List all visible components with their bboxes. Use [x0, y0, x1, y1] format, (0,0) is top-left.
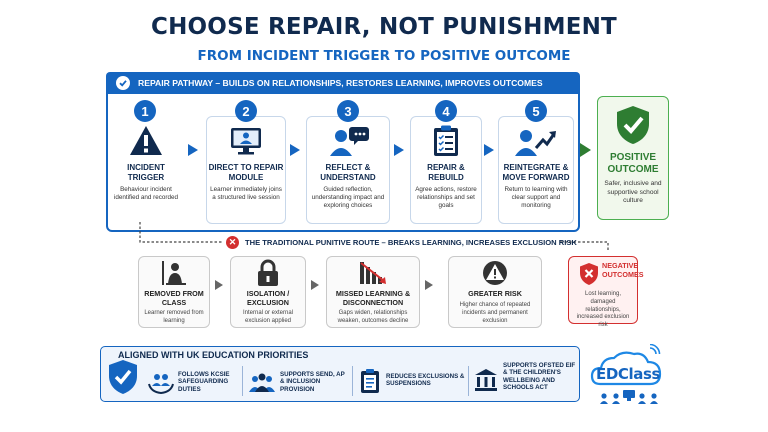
- edclass-logo: [586, 343, 670, 410]
- warning-circle-icon: [481, 259, 509, 287]
- step-title-2: DIRECT TO REPAIR MODULE: [208, 163, 284, 182]
- negative-outcome-title: NEGATIVE OUTCOMES: [602, 261, 644, 279]
- check-circle-icon: [116, 76, 130, 90]
- group-people-icon: [248, 372, 276, 394]
- step-desc-1: Behaviour incident identified and record…: [113, 186, 179, 202]
- person-speech-icon: [328, 124, 370, 158]
- alignment-title: ALIGNED WITH UK EDUCATION PRIORITIES: [118, 350, 309, 360]
- padlock-icon: [255, 259, 281, 287]
- step-card-3: [306, 116, 390, 224]
- punitive-desc-1: Learner removed from learning: [144, 310, 204, 324]
- outcome-arrow: [580, 143, 591, 157]
- step-number-3: 3: [337, 100, 359, 122]
- step-number-2: 2: [235, 100, 257, 122]
- alignment-item-3: REDUCES EXCLUSIONS & SUSPENSIONS: [386, 373, 465, 388]
- step-desc-4: Agree actions, restore relationships and…: [415, 186, 477, 210]
- positive-outcome-desc: Safer, inclusive and supportive school c…: [604, 180, 662, 205]
- divider: [242, 366, 243, 396]
- removed-person-icon: [160, 260, 188, 286]
- punitive-title-4: GREATER RISK: [468, 289, 522, 298]
- punitive-title-3: MISSED LEARNING & DISCONNECTION: [335, 289, 411, 307]
- edclass-logo-text: EDClass: [595, 365, 661, 383]
- punitive-desc-4: Higher chance of repeated incidents and …: [459, 302, 531, 324]
- alignment-item-1: FOLLOWS KCSIE SAFEGUARDING DUTIES: [178, 371, 230, 393]
- flow-arrow: [394, 144, 404, 156]
- step-title-1: INCIDENT TRIGGER: [127, 163, 165, 182]
- shield-check-icon: [106, 358, 140, 396]
- step-card-5: [498, 116, 574, 224]
- punitive-title-2: ISOLATION / EXCLUSION: [246, 289, 290, 307]
- step-number-5: 5: [525, 100, 547, 122]
- divider: [352, 366, 353, 396]
- negative-outcome-card: [568, 256, 638, 324]
- step-desc-2: Learner immediately joins a structured l…: [210, 186, 282, 202]
- negative-outcome-desc: Lost learning, damaged relationships, in…: [576, 291, 630, 329]
- flow-arrow: [215, 280, 223, 290]
- hands-people-icon: [148, 372, 174, 395]
- flow-arrow: [290, 144, 300, 156]
- step-number-4: 4: [435, 100, 457, 122]
- alignment-panel: [100, 346, 580, 402]
- step-title-5: REINTEGRATE & MOVE FORWARD: [502, 163, 570, 182]
- step-number-1: 1: [134, 100, 156, 122]
- shield-check-icon: [614, 104, 652, 146]
- step-desc-5: Return to learning with clear support an…: [504, 186, 568, 210]
- clipboard-icon: [360, 368, 380, 394]
- punitive-desc-2: Internal or external exclusion applied: [242, 310, 294, 324]
- step-title-3: REFLECT & UNDERSTAND: [320, 163, 376, 182]
- shield-x-icon: [578, 262, 600, 286]
- punitive-card-3: [326, 256, 420, 328]
- flow-arrow: [311, 280, 319, 290]
- step-desc-3: Guided reflection, understanding impact …: [311, 186, 385, 210]
- flow-arrow: [188, 144, 198, 156]
- punitive-route-label: ✕ THE TRADITIONAL PUNITIVE ROUTE – BREAK…: [226, 236, 577, 249]
- declining-chart-icon: [358, 259, 388, 287]
- positive-outcome-title: POSITIVE OUTCOME: [607, 152, 659, 175]
- x-circle-icon: ✕: [226, 236, 239, 249]
- punitive-route-label-text: THE TRADITIONAL PUNITIVE ROUTE – BREAKS …: [245, 238, 577, 247]
- page-title: CHOOSE REPAIR, NOT PUNISHMENT: [151, 14, 617, 40]
- repair-pathway-banner: REPAIR PATHWAY – BUILDS ON RELATIONSHIPS…: [106, 72, 580, 94]
- alignment-item-4: SUPPORTS OFSTED EIF & THE CHILDREN'S WEL…: [503, 362, 576, 392]
- punitive-connector: [139, 222, 609, 252]
- repair-pathway-banner-label: REPAIR PATHWAY – BUILDS ON RELATIONSHIPS…: [138, 78, 543, 88]
- punitive-title-1: REMOVED FROM CLASS: [144, 289, 204, 307]
- punitive-card-2: [230, 256, 306, 328]
- page-subtitle: FROM INCIDENT TRIGGER TO POSITIVE OUTCOM…: [197, 48, 571, 64]
- flow-arrow: [425, 280, 433, 290]
- step-title-4: REPAIR & REBUILD: [427, 163, 465, 182]
- institution-icon: [474, 368, 498, 392]
- flow-arrow: [484, 144, 494, 156]
- person-growth-icon: [514, 124, 558, 158]
- punitive-desc-3: Gaps widen, relationships weaken, outcom…: [337, 310, 409, 324]
- monitor-person-icon: [228, 126, 264, 158]
- checklist-icon: [429, 124, 463, 158]
- warning-icon: [128, 124, 164, 158]
- divider: [468, 366, 469, 396]
- alignment-item-2: SUPPORTS SEND, AP & INCLUSION PROVISION: [280, 371, 345, 393]
